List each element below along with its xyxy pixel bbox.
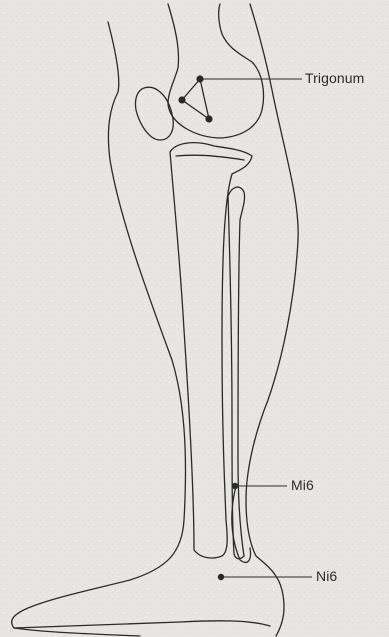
ni6-label: Ni6 <box>316 568 337 584</box>
trigonum-label: Trigonum <box>305 70 364 86</box>
trigonum-point-left <box>178 96 185 103</box>
mi6-label: Mi6 <box>291 477 314 493</box>
trigonum-point-bottom <box>205 115 212 122</box>
